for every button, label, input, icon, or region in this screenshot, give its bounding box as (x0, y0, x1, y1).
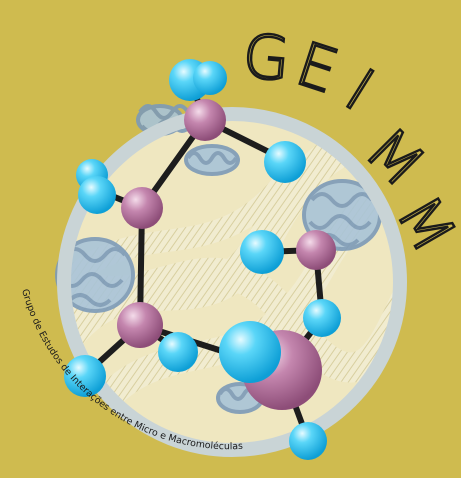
title-letter-g: G (240, 21, 292, 95)
atom-blue (193, 61, 227, 95)
atom-mauve (121, 187, 163, 229)
outer-ring (57, 107, 407, 457)
dna-strand (64, 179, 400, 450)
atom-blue (289, 422, 327, 460)
protein-blob-left (55, 237, 135, 313)
atom-blue (264, 141, 306, 183)
atom-mauve (296, 230, 336, 270)
atom-blue (78, 176, 116, 214)
atom-group (64, 59, 341, 460)
atom-blue-large (219, 321, 281, 383)
atom-blue (303, 299, 341, 337)
atom-mauve (117, 302, 163, 348)
atom-blue (64, 355, 106, 397)
atom-blue (158, 332, 198, 372)
atom-mauve (184, 99, 226, 141)
atom-blue (240, 230, 284, 274)
protein-blob-upper-mid (184, 144, 240, 176)
